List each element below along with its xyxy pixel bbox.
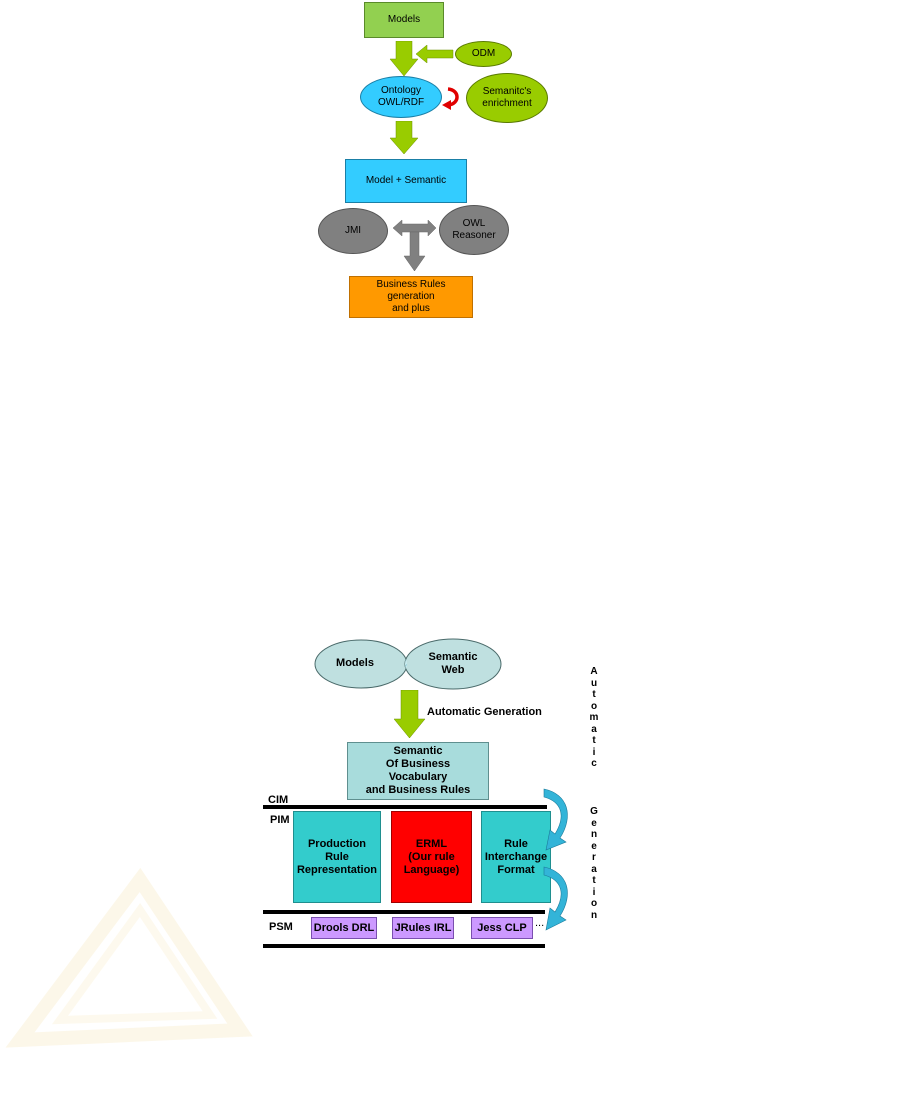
vertical-letter: o xyxy=(590,700,598,712)
arrow-models-to-ontology xyxy=(389,41,419,77)
vertical-letter: A xyxy=(590,666,598,677)
cim-label: CIM xyxy=(268,794,289,806)
business-rules-box: Business Rules generation and plus xyxy=(349,276,473,318)
vertical-letter: u xyxy=(590,677,598,689)
vertical-letter: r xyxy=(592,852,596,863)
vertical-letter: t xyxy=(592,689,596,700)
owl-reasoner-ellipse: OWL Reasoner xyxy=(439,205,509,255)
rule-interchange-box: Rule Interchange Format xyxy=(481,811,551,903)
vertical-letter: n xyxy=(590,829,598,840)
ellipsis-label: ... xyxy=(535,917,545,929)
venn-models-label: Models xyxy=(336,656,374,669)
enrichment-ellipse: Semanitc's enrichment xyxy=(466,73,548,123)
automatic-generation-label: Automatic Generation xyxy=(427,706,542,718)
vertical-letter: m xyxy=(589,712,599,723)
vertical-letter: a xyxy=(591,723,597,735)
venn-diagram xyxy=(314,638,502,690)
vertical-letter: i xyxy=(592,746,596,758)
jess-box: Jess CLP xyxy=(471,917,533,939)
psm-line xyxy=(263,944,545,948)
vertical-letter: n xyxy=(590,909,598,921)
double-arrow-jmi-owl xyxy=(393,219,437,272)
arrow-ontology-to-model xyxy=(389,121,419,155)
erml-box: ERML (Our rule Language) xyxy=(391,811,472,903)
enrichment-loop-arrow xyxy=(442,87,459,110)
curved-arrow-pim-psm xyxy=(543,866,568,931)
models-box: Models xyxy=(364,2,444,38)
jmi-ellipse: JMI xyxy=(318,208,388,254)
vertical-letter: c xyxy=(591,758,597,769)
vertical-letter: G xyxy=(590,806,598,817)
vertical-letter: a xyxy=(591,863,597,875)
curved-arrow-cim-pim xyxy=(543,788,568,851)
semantic-business-box: Semantic Of Business Vocabulary and Busi… xyxy=(347,742,489,800)
vertical-letter: e xyxy=(591,817,597,829)
arrow-odm-left xyxy=(416,45,454,63)
production-rule-box: Production Rule Representation xyxy=(293,811,381,903)
vertical-letter: o xyxy=(590,898,598,909)
pim-line xyxy=(263,910,545,914)
odm-ellipse: ODM xyxy=(455,41,512,67)
model-semantic-box: Model + Semantic xyxy=(345,159,467,203)
venn-semantic-web-label: Semantic Web xyxy=(428,651,478,676)
vertical-letter: i xyxy=(592,886,596,898)
pim-label: PIM xyxy=(270,814,290,826)
jrules-box: JRules IRL xyxy=(392,917,454,939)
vertical-letter: t xyxy=(592,735,596,746)
cim-line xyxy=(263,805,547,809)
arrow-venn-to-semantic xyxy=(394,690,426,739)
drools-box: Drools DRL xyxy=(311,917,377,939)
vertical-letter: t xyxy=(592,875,596,886)
vertical-letter: e xyxy=(591,840,597,852)
psm-label: PSM xyxy=(269,921,293,933)
ontology-ellipse: Ontology OWL/RDF xyxy=(360,76,442,118)
